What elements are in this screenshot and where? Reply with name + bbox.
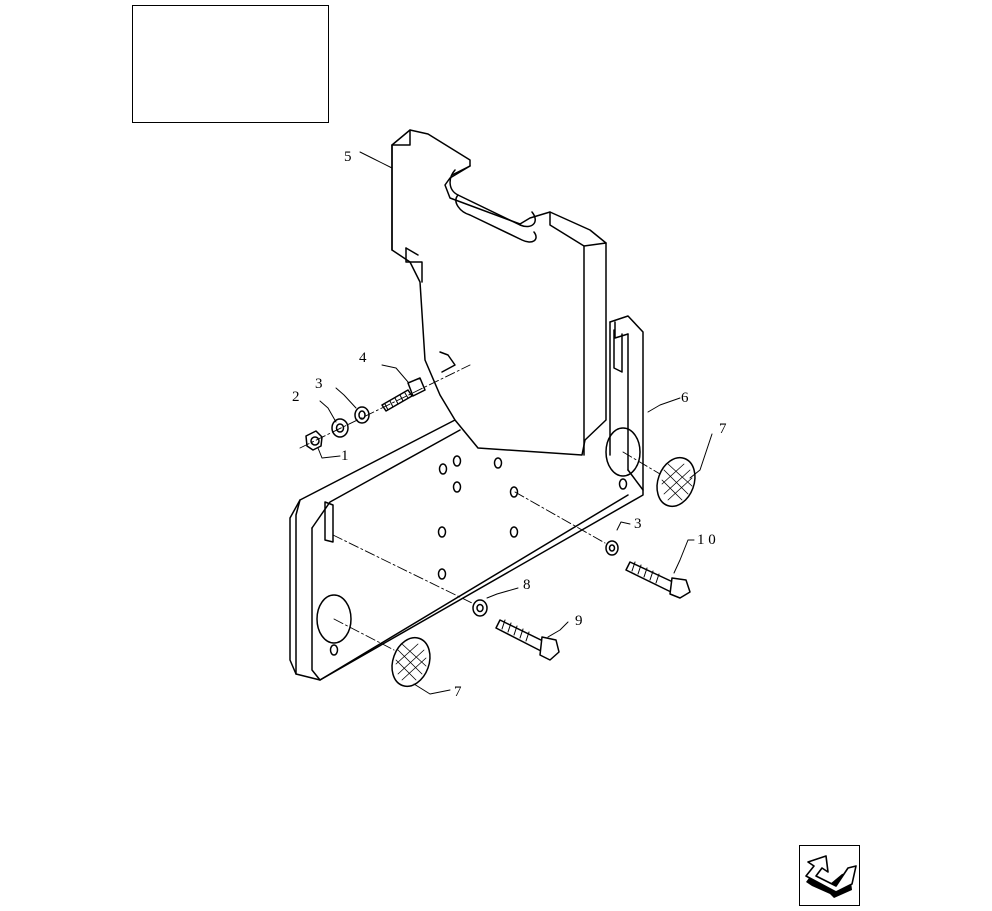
bolt-4 <box>381 377 426 412</box>
reflector-right <box>622 451 696 508</box>
callout-3-upper: 3 <box>315 376 323 392</box>
callout-1: 1 <box>341 448 349 464</box>
navigation-arrow-button[interactable] <box>799 845 860 906</box>
callout-9: 9 <box>575 613 583 629</box>
callout-6: 6 <box>681 390 689 406</box>
callout-7-left: 7 <box>454 684 462 700</box>
reflector-left <box>333 618 431 688</box>
fasteners-left <box>299 364 471 451</box>
arrow-navigation-icon <box>805 855 857 898</box>
callout-labels: 5 6 4 3 2 1 7 3 1 0 8 9 7 <box>292 149 727 700</box>
ballast-weight <box>391 129 607 456</box>
callout-5: 5 <box>344 149 352 165</box>
bolt-10 <box>514 491 691 599</box>
callout-3-lower: 3 <box>634 516 642 532</box>
title-block-frame <box>132 5 329 123</box>
bolt-9 <box>332 534 560 661</box>
callout-7-right: 7 <box>719 421 727 437</box>
support-plate <box>289 315 644 681</box>
callout-4: 4 <box>359 350 367 366</box>
leader-lines <box>317 151 713 695</box>
callout-2: 2 <box>292 389 300 405</box>
callout-8: 8 <box>523 577 531 593</box>
callout-10: 1 0 <box>697 532 716 548</box>
